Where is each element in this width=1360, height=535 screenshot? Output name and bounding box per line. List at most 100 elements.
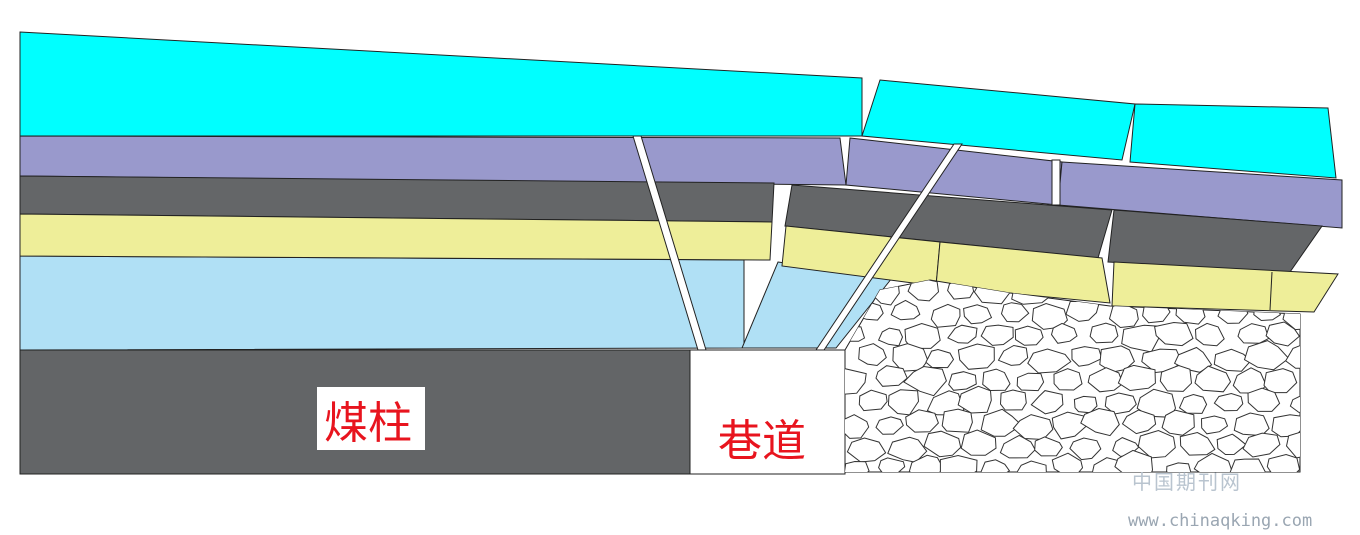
mudstone-crack <box>1269 271 1273 311</box>
rubble-stone <box>941 408 973 433</box>
rubble-stone <box>1051 411 1087 440</box>
rubble-stone <box>1161 409 1195 436</box>
rubble-stone <box>1285 342 1300 369</box>
rubble-stone <box>907 280 940 302</box>
rubble-stones <box>845 280 1300 472</box>
rubble-stone <box>1289 394 1300 414</box>
rubble-stone <box>905 409 939 433</box>
rubble-stone <box>875 416 904 435</box>
rubble-stone <box>903 365 947 397</box>
mudstone-layer <box>19 213 1339 313</box>
rubble-stone <box>999 434 1036 459</box>
rubble-stone <box>960 429 997 456</box>
rubble-stone <box>858 389 888 412</box>
rubble-stone <box>875 365 908 387</box>
mudstone-block-c <box>1111 261 1339 313</box>
main-roof-block-right <box>1129 103 1337 179</box>
rubble-stone <box>1050 322 1078 344</box>
rubble-stone <box>1000 302 1030 323</box>
main-roof-layer <box>19 31 1337 179</box>
rubble-stone <box>957 385 992 414</box>
rubble-stone <box>1159 364 1193 392</box>
rubble-stone <box>1263 368 1298 394</box>
rubble-stone <box>877 327 904 347</box>
rubble-stone <box>1053 368 1083 391</box>
rubble-stone <box>890 299 921 321</box>
dark-coal-layer <box>19 175 1323 273</box>
rubble-stone <box>1266 453 1300 472</box>
rubble-stone <box>1173 346 1213 373</box>
rubble-stone <box>982 368 1011 392</box>
rubble-stone <box>925 348 955 369</box>
watermark-url: www.chinaqking.com <box>1128 511 1313 531</box>
rubble-stone <box>1216 433 1247 456</box>
rubble-stone <box>980 408 1023 437</box>
rubble-stone <box>1247 387 1281 412</box>
rubble-stone <box>1213 348 1252 372</box>
rubble-stone <box>1089 322 1119 344</box>
main-roof-block-left <box>19 31 863 137</box>
rubble-stone <box>980 324 1014 346</box>
rubble-stone <box>948 371 977 391</box>
rubble-stone <box>963 304 993 325</box>
rubble-stone <box>1069 437 1102 461</box>
rubble-stone <box>878 457 906 472</box>
rubble-stone <box>999 389 1027 411</box>
rubble-stone <box>1200 415 1229 435</box>
rubble-stone <box>1080 407 1120 437</box>
roadway-label-text: 巷道 <box>718 416 806 467</box>
coal-pillar-label-text: 煤柱 <box>324 398 412 449</box>
rubble-stone <box>1178 393 1208 414</box>
rubble-stone <box>1014 325 1044 346</box>
rubble-stone <box>1242 432 1281 458</box>
fracture-vertical <box>1051 159 1061 206</box>
rubble-stone <box>1166 462 1192 472</box>
rubble-stone <box>930 303 961 328</box>
rubble-stone <box>904 322 941 349</box>
rubble-stone <box>980 459 1011 472</box>
rubble-stone <box>846 437 887 463</box>
rubble-stone <box>1243 340 1290 371</box>
rubble-stone <box>858 343 887 367</box>
rubble-stone <box>1237 323 1270 344</box>
rubble-stone <box>1114 449 1154 472</box>
rubble-stone <box>1121 324 1160 353</box>
rubble-stone <box>1121 409 1157 435</box>
rubble-stone <box>1034 436 1063 457</box>
rubble-stone <box>1194 365 1232 393</box>
rubble-stone <box>908 454 945 472</box>
rubble-stone <box>1071 346 1103 367</box>
rubble-stone <box>1087 367 1124 393</box>
rubble-stone <box>1285 431 1300 459</box>
watermark-site-name: 中国期刊网 <box>1132 470 1242 494</box>
rubble-stone <box>1179 431 1216 456</box>
rubble-stone <box>1108 302 1139 329</box>
rubble-stone <box>1117 364 1156 392</box>
rubble-stone <box>947 324 978 344</box>
rubble-stone <box>939 454 978 472</box>
rubble-stone <box>845 460 870 472</box>
rubble-stone <box>997 344 1029 366</box>
rubble-stone <box>845 414 870 439</box>
rubble-stone <box>1137 429 1176 459</box>
roadway-label: 巷道 <box>718 416 806 467</box>
roadway <box>689 349 846 475</box>
rubble-stone <box>1027 348 1072 374</box>
rubble-stone <box>1051 452 1084 472</box>
rubble-stone <box>1016 372 1045 392</box>
gob-rubble-area <box>844 279 1301 473</box>
rubble-stone <box>1228 458 1267 472</box>
rubble-stone <box>957 343 995 370</box>
rubble-stone <box>1154 321 1194 347</box>
rubble-stone <box>1213 392 1244 412</box>
rubble-stone <box>845 368 867 396</box>
coal-pillar-label: 煤柱 <box>317 387 425 450</box>
rubble-stone <box>1104 392 1137 415</box>
rubble-stone <box>1193 452 1234 472</box>
light-blue-layer <box>19 255 893 351</box>
mudstone-block-left <box>19 213 773 261</box>
main-roof-block-middle <box>861 79 1136 161</box>
light-blue-layer-left <box>19 255 745 351</box>
rubble-stone <box>1015 460 1047 472</box>
